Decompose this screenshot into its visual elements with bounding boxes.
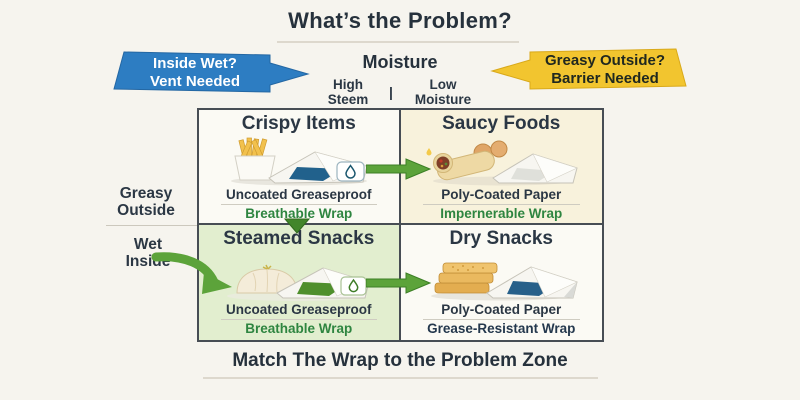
- callout-right-line2: Barrier Needed: [551, 70, 659, 87]
- vent-droplet-icon: [348, 278, 359, 293]
- wrap-type-label: Impernerable Wrap: [440, 206, 563, 221]
- wrap-type-label: Breathable Wrap: [245, 321, 353, 336]
- flow-arrow-right-row2-icon: [366, 272, 432, 294]
- label-divider: [220, 204, 377, 205]
- axis-row1-label: Greasy Outside: [117, 185, 175, 219]
- row-divider: [106, 225, 197, 226]
- label-divider: [220, 319, 377, 320]
- wrap-type-label: Grease-Resistant Wrap: [427, 321, 576, 336]
- axis-separator: |: [389, 84, 393, 100]
- quadrant-title: Steamed Snacks: [223, 228, 375, 249]
- paper-type-label: Poly-Coated Paper: [441, 187, 562, 202]
- label-divider: [422, 319, 580, 320]
- callout-right-line1: Greasy Outside?: [544, 52, 666, 69]
- quadrant-dry: Dry Snacks Poly-Coated Paper Gr: [400, 225, 602, 340]
- paper-type-label: Uncoated Greaseproof: [225, 187, 372, 202]
- axis-col2-label: Low Moisture: [414, 77, 472, 107]
- paper-type-label: Uncoated Greaseproof: [225, 302, 372, 317]
- quadrant-saucy: Saucy Foods Poly-Coated Paper: [400, 110, 602, 225]
- callout-greasy-outside: Greasy Outside? Barrier Needed: [488, 47, 690, 94]
- callout-left-line2: Vent Needed: [149, 73, 241, 90]
- grease-drip-icon: [426, 148, 432, 156]
- fries-wrap-illustration: [230, 137, 368, 186]
- footer-title: Match The Wrap to the Problem Zone: [232, 350, 568, 371]
- burrito-wrap-illustration: [426, 140, 579, 186]
- steamed-bun-wrap-illustration: [226, 264, 370, 301]
- left-arrow-banner-icon: [490, 48, 687, 90]
- quadrant-title: Crispy Items: [241, 113, 356, 134]
- quadrant-title: Dry Snacks: [449, 228, 553, 249]
- right-arrow-banner-icon: [113, 51, 310, 93]
- quadrant-title: Saucy Foods: [442, 113, 561, 134]
- axis-col1-label: High Steem: [327, 77, 369, 107]
- crackers-wrap-illustration: [431, 262, 579, 301]
- flow-arrow-right-row1-icon: [366, 158, 432, 180]
- flow-arrow-down-icon: [284, 218, 310, 234]
- problem-matrix: Crispy Items Uncoated Greaseproof: [197, 108, 604, 342]
- footer-underline: [203, 377, 598, 379]
- label-divider: [422, 204, 580, 205]
- callout-inside-wet: Inside Wet? Vent Needed: [110, 50, 312, 97]
- axis-header-moisture: Moisture: [362, 52, 438, 72]
- paper-type-label: Poly-Coated Paper: [441, 302, 562, 317]
- wrap-type-label: Breathable Wrap: [245, 206, 353, 221]
- callout-left-line1: Inside Wet?: [153, 55, 237, 72]
- vent-droplet-icon: [344, 164, 356, 179]
- curved-arrow-wet-inside-icon: [151, 252, 232, 294]
- page-title: What’s the Problem?: [288, 8, 512, 33]
- sprout-icon: [262, 264, 272, 270]
- title-underline: [277, 41, 519, 43]
